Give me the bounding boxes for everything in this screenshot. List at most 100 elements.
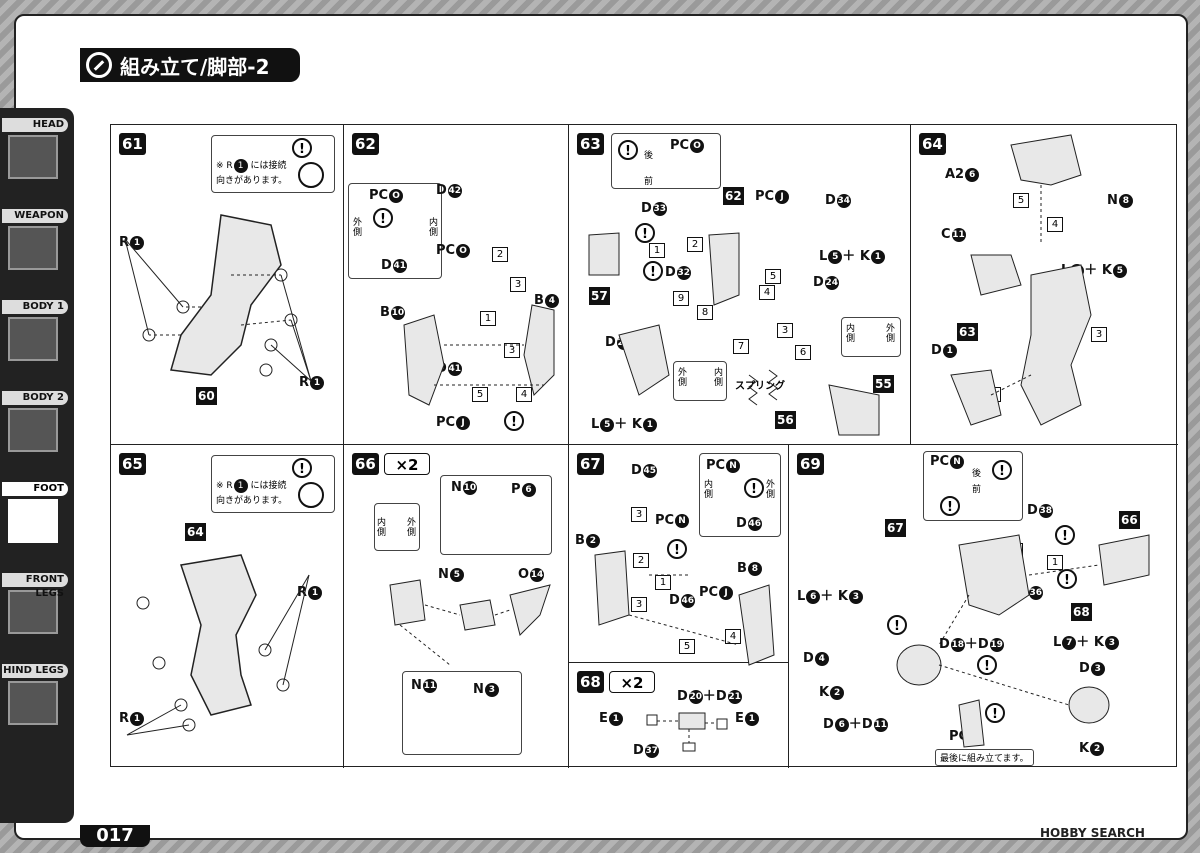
sidebar-item-body1[interactable]: BODY 1 — [2, 300, 68, 361]
plate-r-bottom: 1 — [130, 711, 145, 726]
plate-1: 1 — [942, 343, 957, 358]
warning-icon: ! — [667, 539, 687, 559]
label-plus-k: ＋ K — [820, 589, 848, 604]
sequence-number: 2 — [633, 553, 649, 568]
sequence-number: 5 — [472, 387, 488, 402]
label-n10: N — [451, 480, 462, 495]
ref-step-66: 66 — [1119, 511, 1140, 529]
sequence-number: 9 — [673, 291, 689, 306]
plate-14: 14 — [530, 567, 545, 582]
sidebar-item-hind-legs[interactable]: HIND LEGS — [2, 664, 68, 725]
plate-k: 3 — [848, 589, 863, 604]
label-d18: D — [939, 637, 950, 652]
label-outer: 外側 — [766, 480, 776, 500]
ref-step-68: 68 — [1071, 603, 1092, 621]
sidebar-item-label: FOOT — [2, 482, 68, 496]
label-d46: D — [736, 516, 747, 531]
plate-k2: 3 — [1104, 635, 1119, 650]
sidebar-item-front-legs[interactable]: FRONT LEGS — [2, 573, 68, 634]
plate-20: 20 — [688, 689, 703, 704]
step-number: 61 — [119, 133, 146, 155]
label-inner: 内側 — [846, 324, 856, 344]
head-thumbnail-icon — [8, 135, 58, 179]
ref-step-55: 55 — [873, 375, 894, 393]
plate-o: O — [690, 138, 705, 153]
label-b8: B — [737, 561, 747, 576]
label-d45: D — [631, 463, 642, 478]
plate-21: 21 — [727, 689, 742, 704]
plate-j: J — [775, 189, 790, 204]
plate-32: 32 — [676, 265, 691, 280]
ref-step-56: 56 — [775, 411, 796, 429]
plate-38: 38 — [1038, 503, 1053, 518]
step-64-panel: 64 A26 C11 N8 L3＋ K5 D9 D1 63 5 4 3 2 1 — [911, 125, 1178, 445]
label-n3: N — [473, 682, 484, 697]
sidebar-item-label: BODY 1 — [2, 300, 68, 314]
plate-37: 37 — [644, 743, 659, 758]
plate-45: 45 — [642, 463, 657, 478]
label-inner: 内側 — [704, 480, 714, 500]
note-text-2: 向きがあります。 — [216, 175, 288, 186]
label-r-top: R — [297, 585, 308, 600]
plate-j: J — [719, 585, 734, 600]
plate-k2: 1 — [642, 417, 657, 432]
label-d24: D — [813, 275, 824, 290]
warning-icon: ! — [292, 138, 312, 158]
warning-icon: ! — [1057, 569, 1077, 589]
plate-36: 36 — [1028, 585, 1043, 600]
warning-icon: ! — [887, 615, 907, 635]
label-o14: O — [518, 567, 530, 582]
plate-n2: N — [675, 513, 690, 528]
label-d32: D — [665, 265, 676, 280]
warning-icon: ! — [373, 208, 393, 228]
body1-thumbnail-icon — [8, 317, 58, 361]
ref-step-63: 63 — [957, 323, 978, 341]
multiplier-badge: ×2 — [384, 453, 430, 475]
sidebar-item-foot[interactable]: FOOT — [2, 482, 68, 543]
sequence-number: 4 — [516, 387, 532, 402]
plate-n: N — [726, 458, 741, 473]
sidebar-item-body2[interactable]: BODY 2 — [2, 391, 68, 452]
label-d1: D — [931, 343, 942, 358]
label-d34: D — [825, 193, 836, 208]
foot-final-assembly-drawing — [896, 534, 1150, 748]
label-outer: 外側 — [678, 368, 688, 388]
page-title: 組み立て/脚部-2 — [120, 54, 270, 79]
note-text-2: 向きがあります。 — [216, 495, 288, 506]
warning-icon: ! — [1055, 525, 1075, 545]
plate-e1b: 1 — [744, 711, 759, 726]
plate-3: 3 — [1090, 661, 1105, 676]
plate-10: 10 — [390, 305, 405, 320]
sequence-number: 5 — [679, 639, 695, 654]
plate-k2b: 2 — [1090, 741, 1105, 756]
orientation-box-right: 内側 外側 — [841, 317, 901, 357]
label-d37: D — [633, 743, 644, 758]
step-69-panel: 69 PCN 後 前 ! ! 67 D38 66 L6＋ K3 D36 68 D… — [789, 445, 1178, 768]
label-back: 後 — [972, 469, 982, 479]
plate-19: 19 — [989, 637, 1004, 652]
orientation-box-left: 外側 内側 — [673, 361, 727, 401]
wrench-circle-icon — [86, 52, 112, 78]
label-e1: E — [599, 711, 608, 726]
sidebar-item-weapon[interactable]: WEAPON — [2, 209, 68, 270]
plate-2: 2 — [585, 533, 600, 548]
plate-k: 1 — [870, 249, 885, 264]
label-inner: 内側 — [429, 218, 439, 238]
sequence-number: 3 — [1091, 327, 1107, 342]
label-d42: D — [436, 183, 447, 198]
plate-41b: 41 — [447, 361, 462, 376]
plate-4: 4 — [814, 651, 829, 666]
plate-k2: 2 — [830, 685, 845, 700]
leg-assembly-drawing — [126, 554, 310, 736]
label-n11: N — [411, 678, 422, 693]
sidebar-item-head[interactable]: HEAD — [2, 118, 68, 179]
plate-6: 6 — [965, 167, 980, 182]
label-n5: N — [438, 567, 449, 582]
sequence-number: 7 — [733, 339, 749, 354]
plate-24: 24 — [824, 275, 839, 290]
label-pcj: PC — [755, 189, 775, 204]
